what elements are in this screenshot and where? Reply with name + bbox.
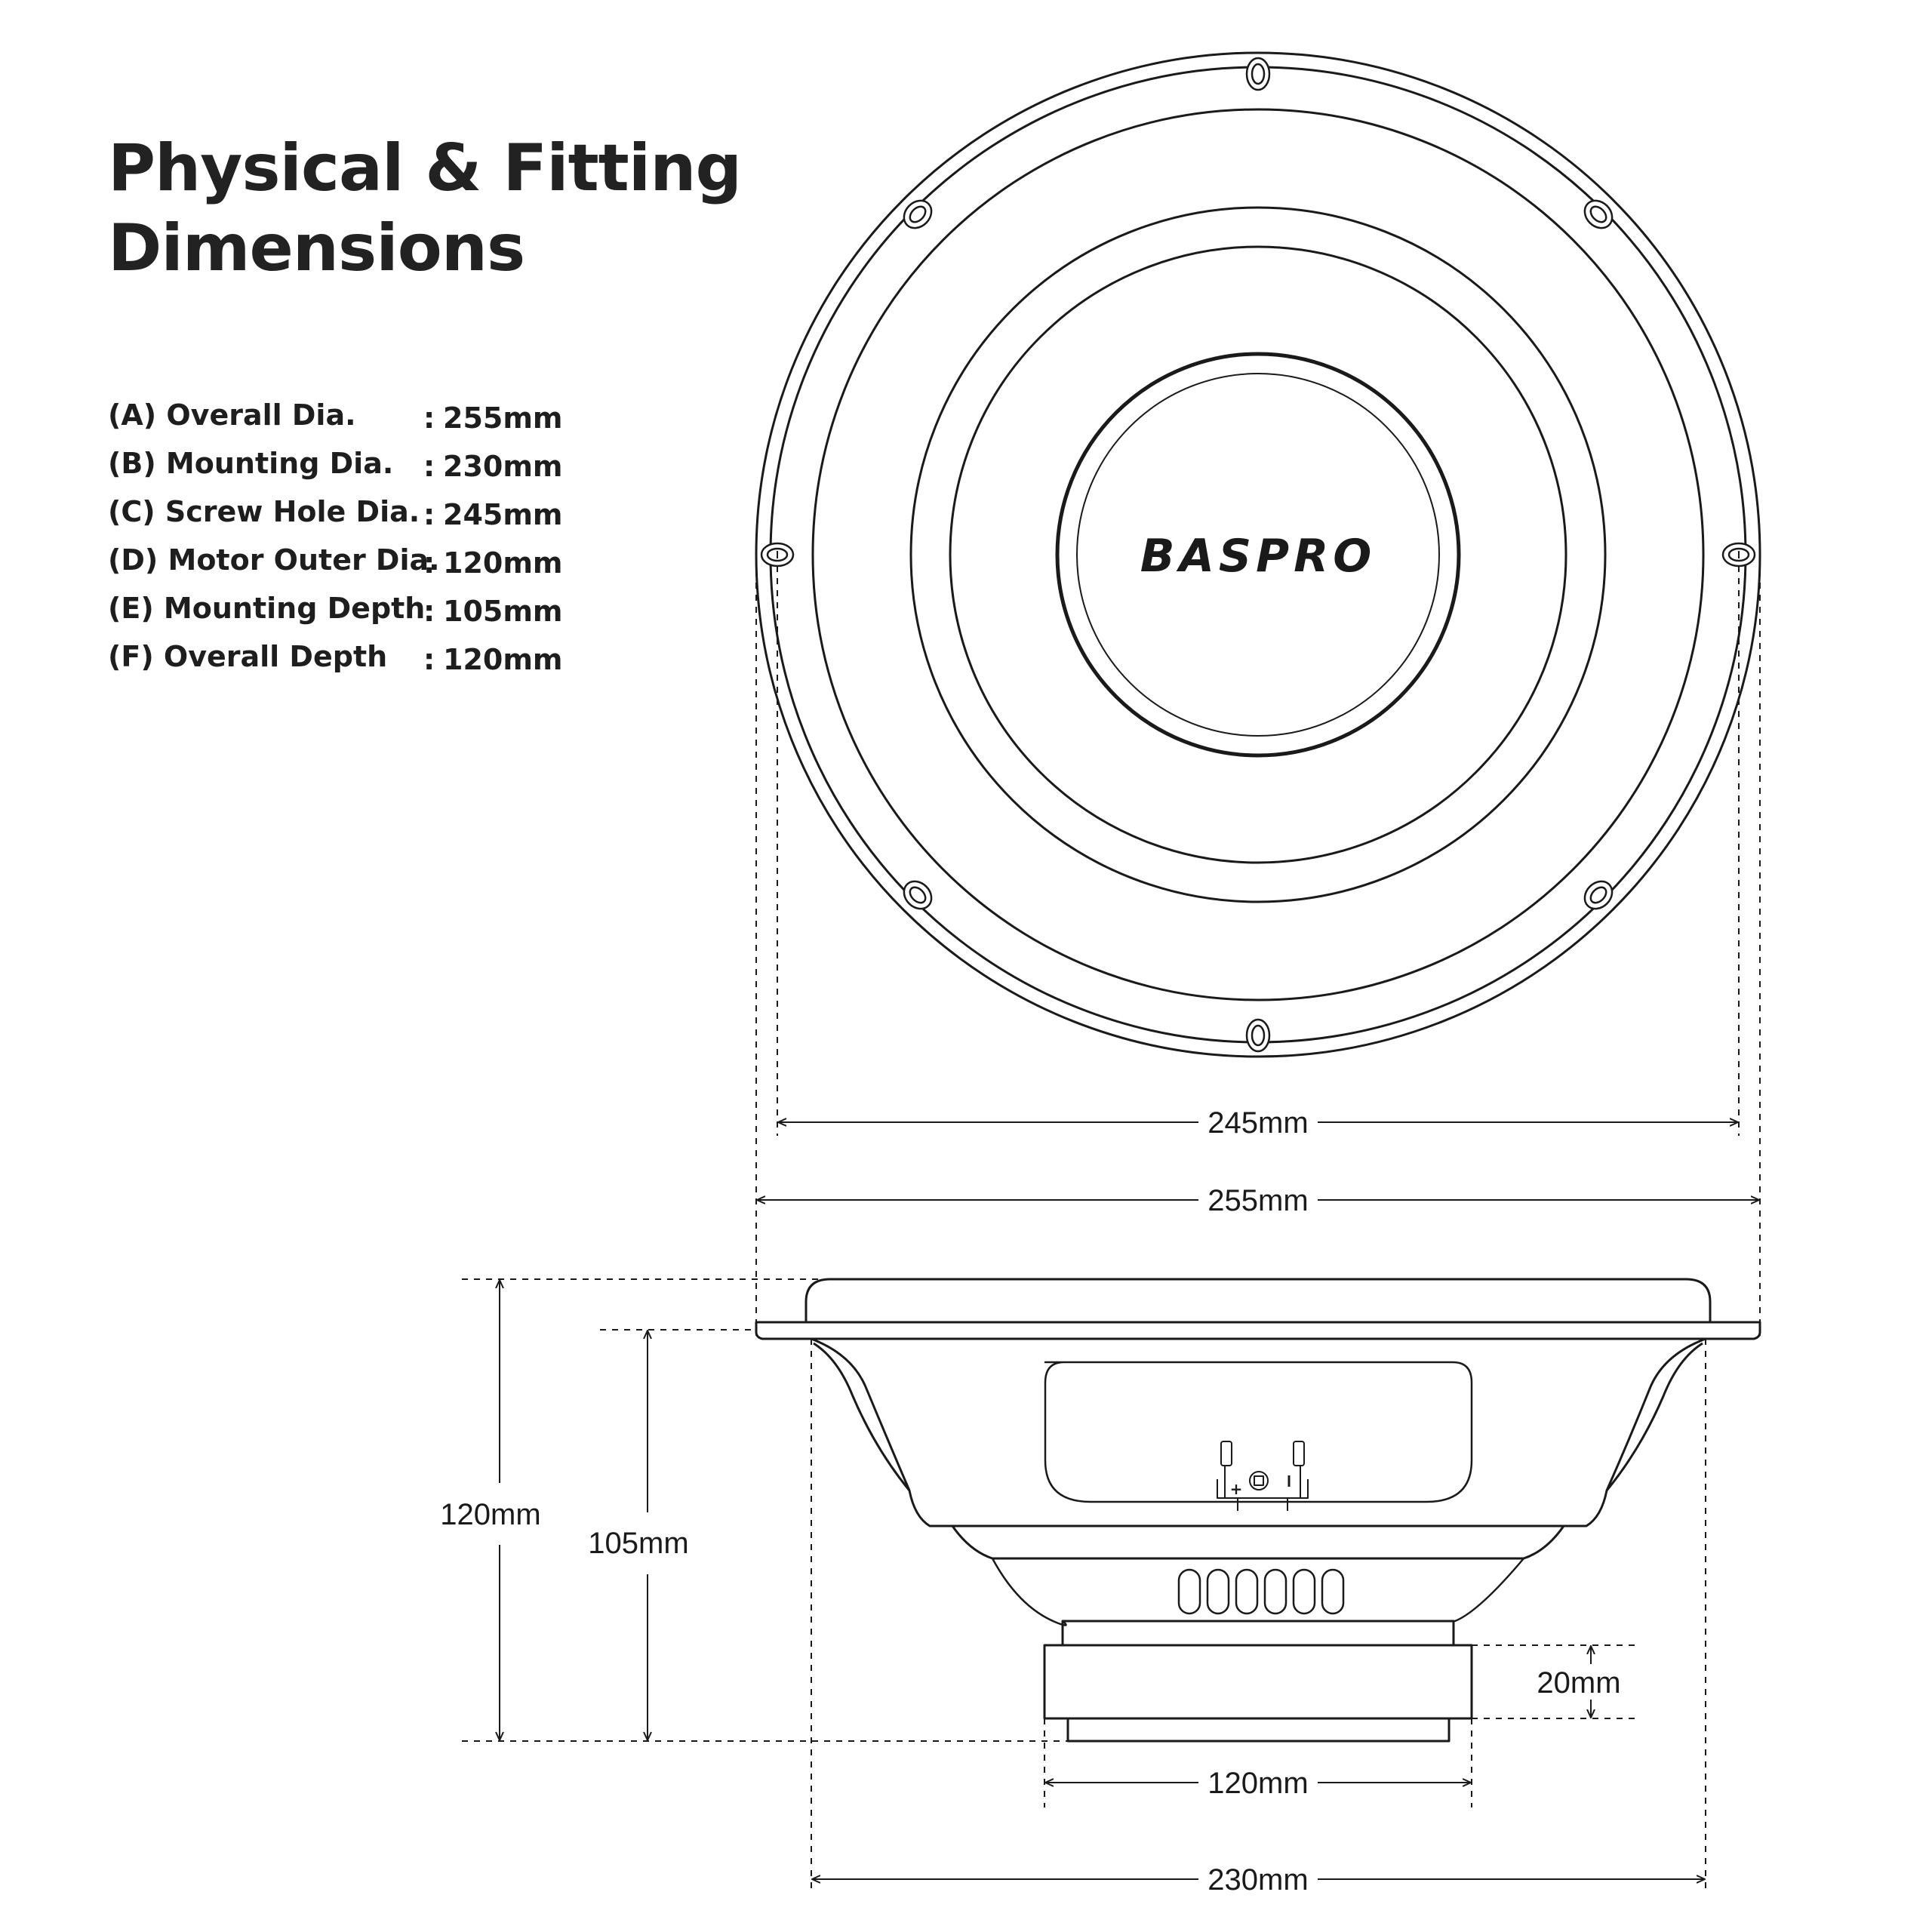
terminal-block [1217,1441,1309,1511]
spec-colon: : [423,450,435,483]
dim-mounting-depth-label: 105mm [588,1527,688,1560]
spec-value: 230mm [443,450,563,483]
mounting-hole [1583,199,1614,229]
dim-mounting-dia-label: 230mm [1208,1863,1308,1897]
terminal-plus-label: + [1230,1480,1243,1498]
mounting-hole [760,542,795,568]
outer-rim [755,51,1761,1058]
magnet [1043,1644,1473,1720]
dim-motor-dia-label: 120mm [1208,1767,1308,1800]
dim-overall-depth-label: 120mm [440,1498,540,1531]
spec-label: (C) Screw Hole Dia. [108,495,420,528]
surround-outer [811,108,1705,1001]
spec-colon: : [423,401,435,435]
basket-frame [811,1337,1706,1527]
page-title: Physical & Fitting Dimensions [108,128,742,288]
vent-slots [1177,1568,1345,1615]
spec-value: 245mm [443,498,563,531]
spec-colon: : [423,643,435,676]
mounting-hole [1583,880,1614,910]
bottom-plate [1066,1717,1451,1743]
spec-value: 255mm [443,401,563,435]
spec-label: (F) Overall Depth [108,640,388,673]
spec-label: (B) Mounting Dia. [108,447,394,480]
spec-value: 120mm [443,643,563,676]
mounting-flange [755,1321,1761,1340]
mounting-holes [760,57,1756,1053]
spec-colon: : [423,595,435,628]
dim-overall-dia-label: 255mm [1208,1184,1308,1217]
top-plate [1061,1620,1455,1647]
mounting-hole [1721,542,1756,568]
brand-logo: BASPRO [1140,530,1377,583]
dust-cap-inner [1076,373,1440,737]
front-view [755,51,1761,1058]
basket-inner-right [1605,1342,1703,1491]
basket-bowl [991,1558,1524,1626]
spec-colon: : [423,498,435,531]
spec-colon: : [423,546,435,580]
gasket-top [804,1278,1712,1322]
mounting-hole [903,880,933,910]
spec-value: 105mm [443,595,563,628]
spec-label: (E) Mounting Depth [108,592,426,625]
spec-label: (A) Overall Dia. [108,398,356,432]
dim-screw-hole-label: 245mm [1208,1106,1308,1140]
mounting-hole [1245,1018,1271,1053]
mounting-hole [1245,57,1271,91]
cone-ring [949,245,1567,864]
spec-value: 120mm [443,546,563,580]
mounting-hole [903,199,933,229]
dim-magnet-height-label: 20mm [1537,1666,1620,1700]
basket-lower [951,1525,1565,1560]
side-view [755,1278,1761,1743]
basket-window [1044,1361,1473,1503]
surround-inner [909,206,1607,903]
dust-cap-outer [1055,352,1461,758]
side-dimension-lines [462,1278,1706,1894]
front-dimension-lines [755,558,1761,1336]
spec-label: (D) Motor Outer Dia. [108,543,440,577]
basket-inner-left [813,1342,911,1491]
title-line-2: Dimensions [108,211,525,286]
title-line-1: Physical & Fitting [108,131,742,206]
